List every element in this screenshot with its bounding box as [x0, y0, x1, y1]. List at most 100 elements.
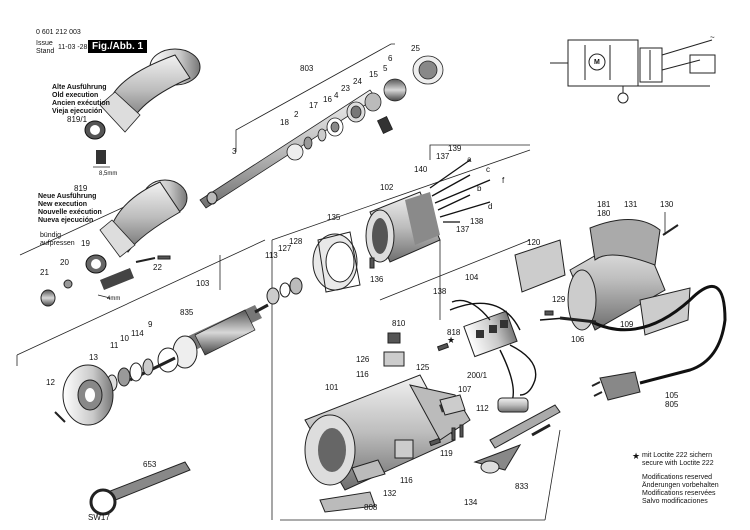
part-113: 113 — [265, 251, 278, 260]
flush-press-label: bündig aufpressen — [40, 232, 75, 248]
modifications-en: Modifications reserved — [642, 473, 713, 481]
part-803: 803 — [300, 64, 314, 73]
new-execution-block: Neue Ausführung New execution Nouvelle e… — [38, 193, 102, 225]
part-23: 23 — [341, 84, 350, 93]
wrench — [89, 461, 191, 516]
part-805: 805 — [665, 400, 679, 409]
part-12: 12 — [46, 378, 55, 387]
part-132: 132 — [383, 489, 397, 498]
part-116-top: 116 — [356, 370, 369, 379]
part-21: 21 — [40, 268, 49, 277]
capacitor — [497, 397, 529, 413]
part-107: 107 — [458, 385, 472, 394]
small-screws — [157, 255, 554, 447]
part-810: 810 — [392, 319, 406, 328]
part-835: 835 — [180, 308, 194, 317]
part-128: 128 — [289, 237, 303, 246]
part-808: 808 — [364, 503, 378, 512]
part-138-stator: 138 — [470, 217, 484, 226]
switch-star: ★ — [447, 335, 456, 345]
modifications-fr: Modifications reservées — [642, 490, 716, 498]
part-17: 17 — [309, 101, 318, 110]
part-130: 130 — [660, 200, 674, 209]
motor-housing — [304, 374, 471, 513]
part-135: 135 — [327, 213, 341, 222]
part-114: 114 — [131, 329, 144, 338]
part-131: 131 — [624, 200, 638, 209]
part-833: 833 — [515, 482, 529, 491]
part-25: 25 — [411, 44, 420, 53]
part-653: 653 — [143, 460, 157, 469]
part-22: 22 — [153, 263, 162, 272]
part-5: 5 — [383, 64, 388, 73]
loctite-note-en: secure with Loctite 222 — [642, 460, 714, 468]
wire-letter-a: a — [467, 155, 472, 164]
old-execution-fr: Ancien exécution — [52, 100, 110, 107]
part-129: 129 — [552, 295, 566, 304]
spindle-bearings — [286, 55, 444, 161]
part-4: 4 — [334, 91, 339, 100]
part-10: 10 — [120, 334, 129, 343]
part-6: 6 — [388, 54, 393, 63]
issue-label: Issue — [36, 40, 53, 47]
issue-date: 11-03 -28 — [58, 44, 88, 51]
power-cable — [559, 284, 727, 401]
part-819: 819 — [74, 184, 88, 193]
part-818: 818 — [447, 328, 461, 337]
part-116-bottom: 116 — [400, 476, 413, 485]
part-134: 134 — [464, 498, 478, 507]
part-105: 105 — [665, 391, 679, 400]
flush-label: bündig — [40, 232, 62, 239]
part-2: 2 — [294, 110, 299, 119]
part-109: 109 — [620, 320, 634, 329]
switch-slider — [473, 404, 561, 474]
part-136: 136 — [370, 275, 384, 284]
dimension-8-5mm: 8,5mm — [99, 171, 118, 177]
front-bearings — [106, 358, 154, 392]
dimension-marks — [93, 166, 111, 299]
bearing-flange — [54, 364, 114, 426]
stand-label: Stand — [36, 48, 55, 55]
part-137-top: 137 — [436, 152, 450, 161]
part-112: 112 — [476, 404, 489, 413]
loctite-note-de: mit Loctite 222 sichern — [642, 452, 713, 459]
part-106: 106 — [571, 335, 585, 344]
part-140: 140 — [414, 165, 428, 174]
modifications-de: Änderungen vorbehalten — [642, 481, 719, 489]
part-181: 181 — [597, 200, 611, 209]
old-execution-es: Vieja ejecución — [52, 108, 103, 115]
new-execution-en: New execution — [38, 201, 88, 208]
press-label: aufpressen — [40, 240, 75, 247]
modifications-es: Salvo modificaciones — [642, 498, 708, 506]
part-number: 0 601 212 003 — [36, 29, 81, 36]
stator-field — [365, 191, 441, 263]
circuit-tilde: ~ — [710, 33, 715, 42]
part-127: 127 — [278, 244, 292, 253]
armature-bearings — [266, 277, 303, 305]
rear-cover — [514, 219, 691, 336]
new-execution-es: Nueva ejecución — [38, 217, 94, 224]
part-200-1: 200/1 — [467, 371, 488, 380]
part-11: 11 — [110, 341, 119, 350]
brush-cover — [351, 394, 466, 483]
new-execution-fr: Nouvelle exécution — [38, 209, 102, 216]
wire-letter-b: b — [477, 184, 482, 193]
switch-assembly — [463, 310, 518, 358]
part-180: 180 — [597, 209, 611, 218]
armature-rotor — [129, 303, 269, 382]
new-execution-de: Neue Ausführung — [38, 193, 97, 200]
dimension-4mm: 4mm — [107, 296, 121, 302]
part-102: 102 — [380, 183, 394, 192]
part-125: 125 — [416, 363, 430, 372]
old-execution-block: Alte Ausführung Old execution Ancien exé… — [52, 84, 110, 116]
part-15: 15 — [369, 70, 378, 79]
old-execution-en: Old execution — [52, 92, 99, 99]
part-120: 120 — [527, 238, 541, 247]
circuit-motor-label: M — [594, 59, 600, 66]
part-18: 18 — [280, 118, 289, 127]
leader-lines — [16, 43, 666, 521]
part-139: 139 — [448, 144, 462, 153]
gear-housing-old — [84, 48, 201, 164]
